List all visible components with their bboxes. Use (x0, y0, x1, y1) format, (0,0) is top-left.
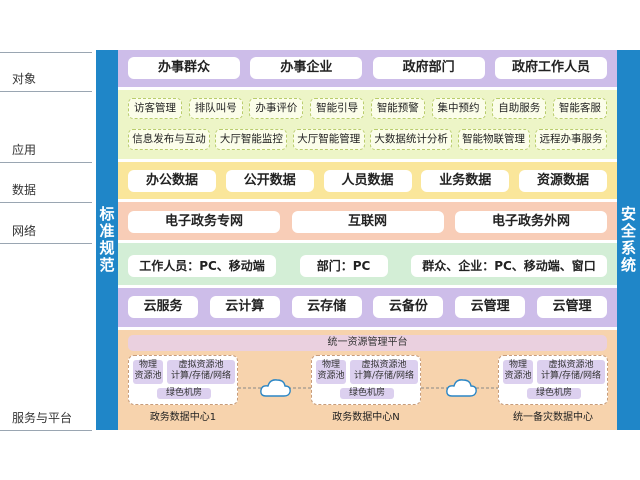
object-item: 政府部门 (372, 57, 485, 79)
backup-data-center: 物理 资源池 虚拟资源池 计算/存储/网络 绿色机房 (498, 355, 608, 405)
data-center-n-label: 政务数据中心N (332, 412, 400, 423)
virtual-pool: 虚拟资源池 计算/存储/网络 (537, 360, 605, 384)
green-datacenter: 绿色机房 (157, 388, 211, 399)
network-item: 电子政务外网 (455, 211, 607, 233)
green-datacenter: 绿色机房 (340, 388, 394, 399)
standards-sidebar: 标准规范 (96, 50, 118, 430)
app-item: 办事评价 (249, 98, 304, 119)
virtual-pool: 虚拟资源池 计算/存储/网络 (350, 360, 418, 384)
cloud-icon (446, 379, 477, 397)
row-label-apps: 应用 (0, 90, 92, 163)
network-band: 电子政务专网 互联网 电子政务外网 (118, 202, 617, 243)
object-item: 办事企业 (250, 57, 363, 79)
row-label-platform: 服务与平台 (0, 243, 92, 431)
cloud-item: 云计算 (209, 296, 280, 318)
data-item: 业务数据 (421, 170, 510, 192)
data-item: 资源数据 (519, 170, 607, 192)
data-item: 办公数据 (128, 170, 216, 192)
terminal-item: 工作人员：PC、移动端 (128, 255, 276, 277)
app-item: 智能物联管理 (457, 129, 530, 150)
app-item: 远程办事服务 (534, 129, 607, 150)
app-item: 集中预约 (431, 98, 486, 119)
app-item: 访客管理 (128, 98, 182, 119)
data-item: 公开数据 (225, 170, 314, 192)
virtual-pool: 虚拟资源池 计算/存储/网络 (167, 360, 235, 384)
data-band: 办公数据 公开数据 人员数据 业务数据 资源数据 (118, 162, 617, 202)
app-item: 智能预警 (370, 98, 425, 119)
cloud-item: 云备份 (373, 296, 444, 318)
row-label-objects: 对象 (0, 52, 92, 92)
app-item: 大厅智能监控 (215, 129, 288, 150)
app-item: 自助服务 (492, 98, 547, 119)
app-item: 大数据统计分析 (370, 129, 453, 150)
unified-resource-platform: 统一资源管理平台 (128, 335, 607, 351)
cloud-icon (260, 379, 291, 397)
object-item: 办事群众 (128, 57, 240, 79)
cloud-item: 云管理 (455, 296, 526, 318)
row-label-network: 网络 (0, 202, 92, 244)
row-label-data: 数据 (0, 162, 92, 203)
physical-pool: 物理 资源池 (133, 360, 163, 384)
cloud-item: 云服务 (128, 296, 198, 318)
terminal-item: 部门：PC (299, 255, 388, 277)
object-item: 政府工作人员 (494, 57, 607, 79)
data-item: 人员数据 (323, 170, 412, 192)
terminals-band: 工作人员：PC、移动端 部门：PC 群众、企业：PC、移动端、窗口 (118, 243, 617, 288)
cloud-band: 云服务 云计算 云存储 云备份 云管理 云管理 (118, 288, 617, 330)
platform-band: 统一资源管理平台 物理 资源池 虚拟资源池 计算/存储/网络 绿色机房 政务数据… (118, 330, 617, 430)
backup-data-center-label: 统一备灾数据中心 (513, 412, 593, 423)
cloud-item: 云存储 (291, 296, 362, 318)
apps-band: 访客管理 排队叫号 办事评价 智能引导 智能预警 集中预约 自助服务 智能客服 … (118, 90, 617, 162)
app-item: 智能客服 (552, 98, 607, 119)
app-item: 大厅智能管理 (292, 129, 365, 150)
cloud-item: 云管理 (536, 296, 607, 318)
data-center-1-label: 政务数据中心1 (149, 412, 217, 423)
app-item: 智能引导 (310, 98, 365, 119)
objects-band: 办事群众 办事企业 政府部门 政府工作人员 (118, 50, 617, 90)
physical-pool: 物理 资源池 (503, 360, 533, 384)
physical-pool: 物理 资源池 (316, 360, 346, 384)
green-datacenter: 绿色机房 (527, 388, 581, 399)
network-item: 电子政务专网 (128, 211, 280, 233)
network-item: 互联网 (291, 211, 444, 233)
data-center-n: 物理 资源池 虚拟资源池 计算/存储/网络 绿色机房 (311, 355, 421, 405)
data-center-1: 物理 资源池 虚拟资源池 计算/存储/网络 绿色机房 (128, 355, 238, 405)
terminal-item: 群众、企业：PC、移动端、窗口 (411, 255, 607, 277)
security-sidebar: 安全系统 (617, 50, 640, 430)
app-item: 信息发布与互动 (128, 129, 210, 150)
app-item: 排队叫号 (188, 98, 243, 119)
datacenter-links (238, 379, 498, 397)
